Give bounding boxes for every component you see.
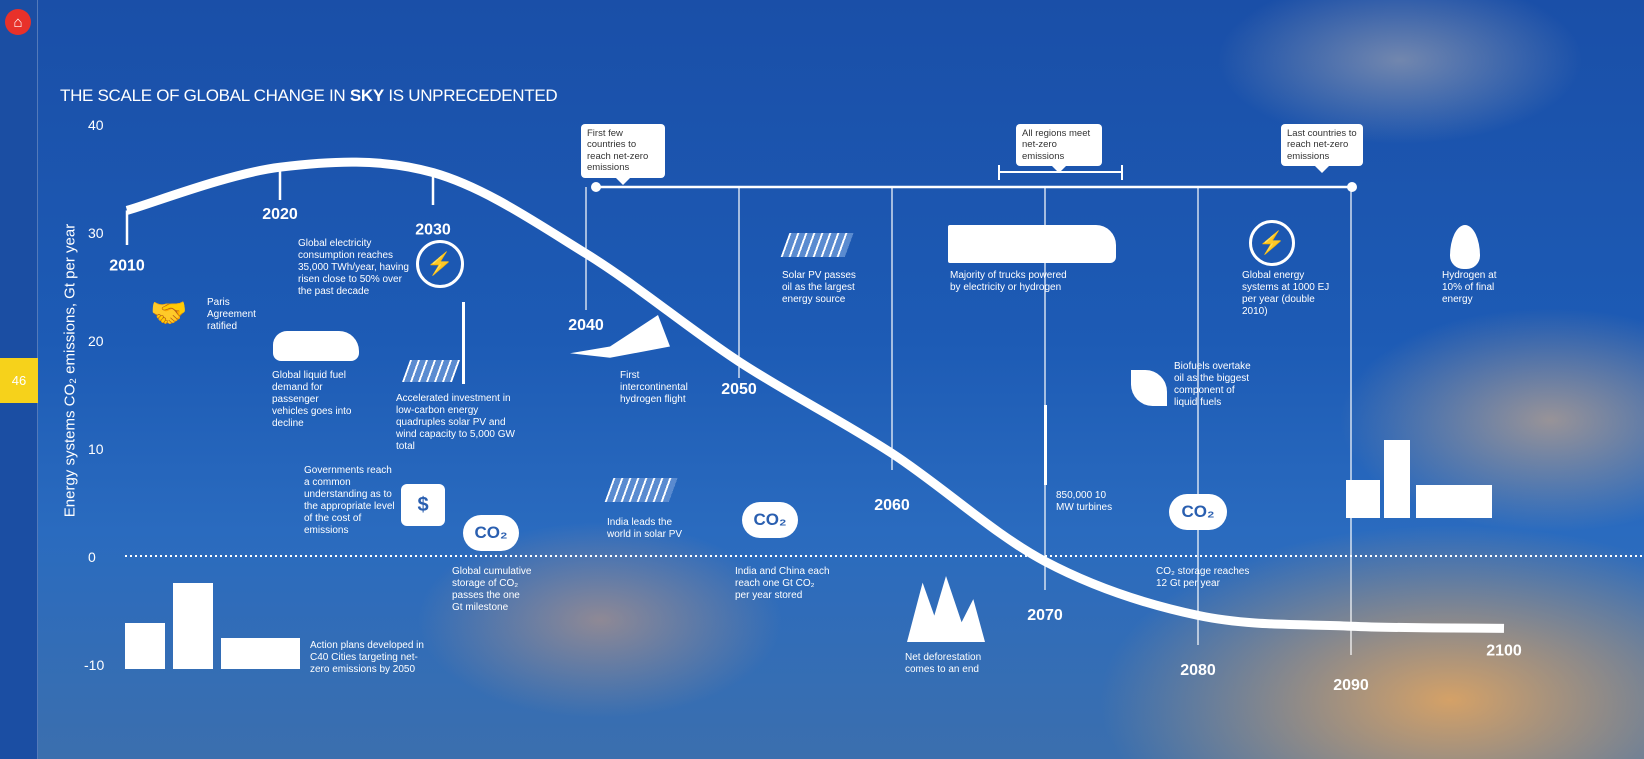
flame-icon [1450,225,1480,269]
callout-first-countries: First few countries to reach net-zero em… [581,124,665,178]
year-label: 2100 [1486,642,1522,659]
title-text-end: IS UNPRECEDENTED [383,86,558,105]
annotation-solar-passes-oil: Solar PV passes oil as the largest energ… [782,270,856,305]
year-label: 2090 [1333,677,1369,694]
annotation-biofuels: Biofuels overtake oil as the biggest com… [1174,361,1251,408]
wind-turbine-icon [1044,405,1047,485]
home-icon: ⌂ [13,13,23,31]
annotation-governments: Governments reach a common understanding… [304,465,395,536]
page-title: THE SCALE OF GLOBAL CHANGE IN SKY IS UNP… [60,86,558,106]
weight-dollar-icon: $ [401,484,445,526]
page-number: 46 [0,358,38,403]
emissions-curve [125,157,1505,633]
year-label: 2040 [568,317,604,334]
annotation-c40-cities: Action plans developed in C40 Cities tar… [310,640,424,675]
city-buildings-icon [125,583,300,669]
y-tick: 0 [88,549,96,565]
co2-cloud-icon: CO₂ [463,515,519,551]
city-buildings-icon [1346,440,1492,518]
annotation-trucks: Majority of trucks powered by electricit… [950,270,1067,293]
year-label: 2030 [415,222,451,239]
car-icon [273,331,359,361]
co2-cloud-icon: CO₂ [1169,494,1227,530]
co2-cloud-icon: CO₂ [742,502,798,538]
callout-all-regions: All regions meet net-zero emissions [1016,124,1102,167]
y-tick: 30 [88,225,104,241]
truck-icon [948,225,1116,263]
solar-panel-icon [780,233,854,257]
title-bold: SKY [349,86,384,105]
annotation-co2-storage-one-gt: Global cumulative storage of CO₂ passes … [452,566,532,613]
home-button[interactable]: ⌂ [5,9,31,35]
handshake-icon: 🤝 [150,297,188,330]
year-label: 2080 [1180,662,1216,679]
y-tick: 10 [88,441,104,457]
annotation-hydrogen-10: Hydrogen at 10% of final energy [1442,270,1497,305]
annotation-hydrogen-flight: First intercontinental hydrogen flight [620,370,688,405]
annotation-co2-storage-12gt: CO₂ storage reaches 12 Gt per year [1156,566,1250,589]
year-label: 2010 [109,257,145,274]
globe-lightning-icon: ⚡ [1249,220,1295,266]
annotation-investment: Accelerated investment in low-carbon ene… [396,393,515,452]
annotation-india-china: India and China each reach one Gt CO₂ pe… [735,566,830,601]
y-tick: -10 [84,657,105,673]
annotation-deforestation: Net deforestation comes to an end [905,652,982,675]
year-label: 2060 [874,497,910,514]
globe-lightning-icon: ⚡ [416,240,464,288]
year-label: 2070 [1027,607,1063,624]
year-label: 2020 [262,206,298,223]
wind-turbine-icon [462,302,465,384]
net-zero-timeline [591,165,1357,192]
annotation-energy-1000ej: Global energy systems at 1000 EJ per yea… [1242,270,1330,317]
year-label: 2050 [721,381,757,398]
annotation-turbines: 850,000 10 MW turbines [1056,490,1113,513]
annotation-paris: Paris Agreement ratified [207,297,256,332]
annotation-electricity: Global electricity consumption reaches 3… [298,238,409,297]
title-text: THE SCALE OF GLOBAL CHANGE IN [60,86,350,105]
y-tick: 40 [88,117,104,133]
leaf-icon [1131,370,1167,406]
annotation-india-solar: India leads the world in solar PV [607,517,683,540]
annotation-liquid-fuel: Global liquid fuel demand for passenger … [272,370,352,429]
solar-panel-icon [604,478,678,502]
callout-last-countries: Last countries to reach net-zero emissio… [1281,124,1363,167]
solar-panel-icon [401,360,461,382]
y-tick: 20 [88,333,104,349]
